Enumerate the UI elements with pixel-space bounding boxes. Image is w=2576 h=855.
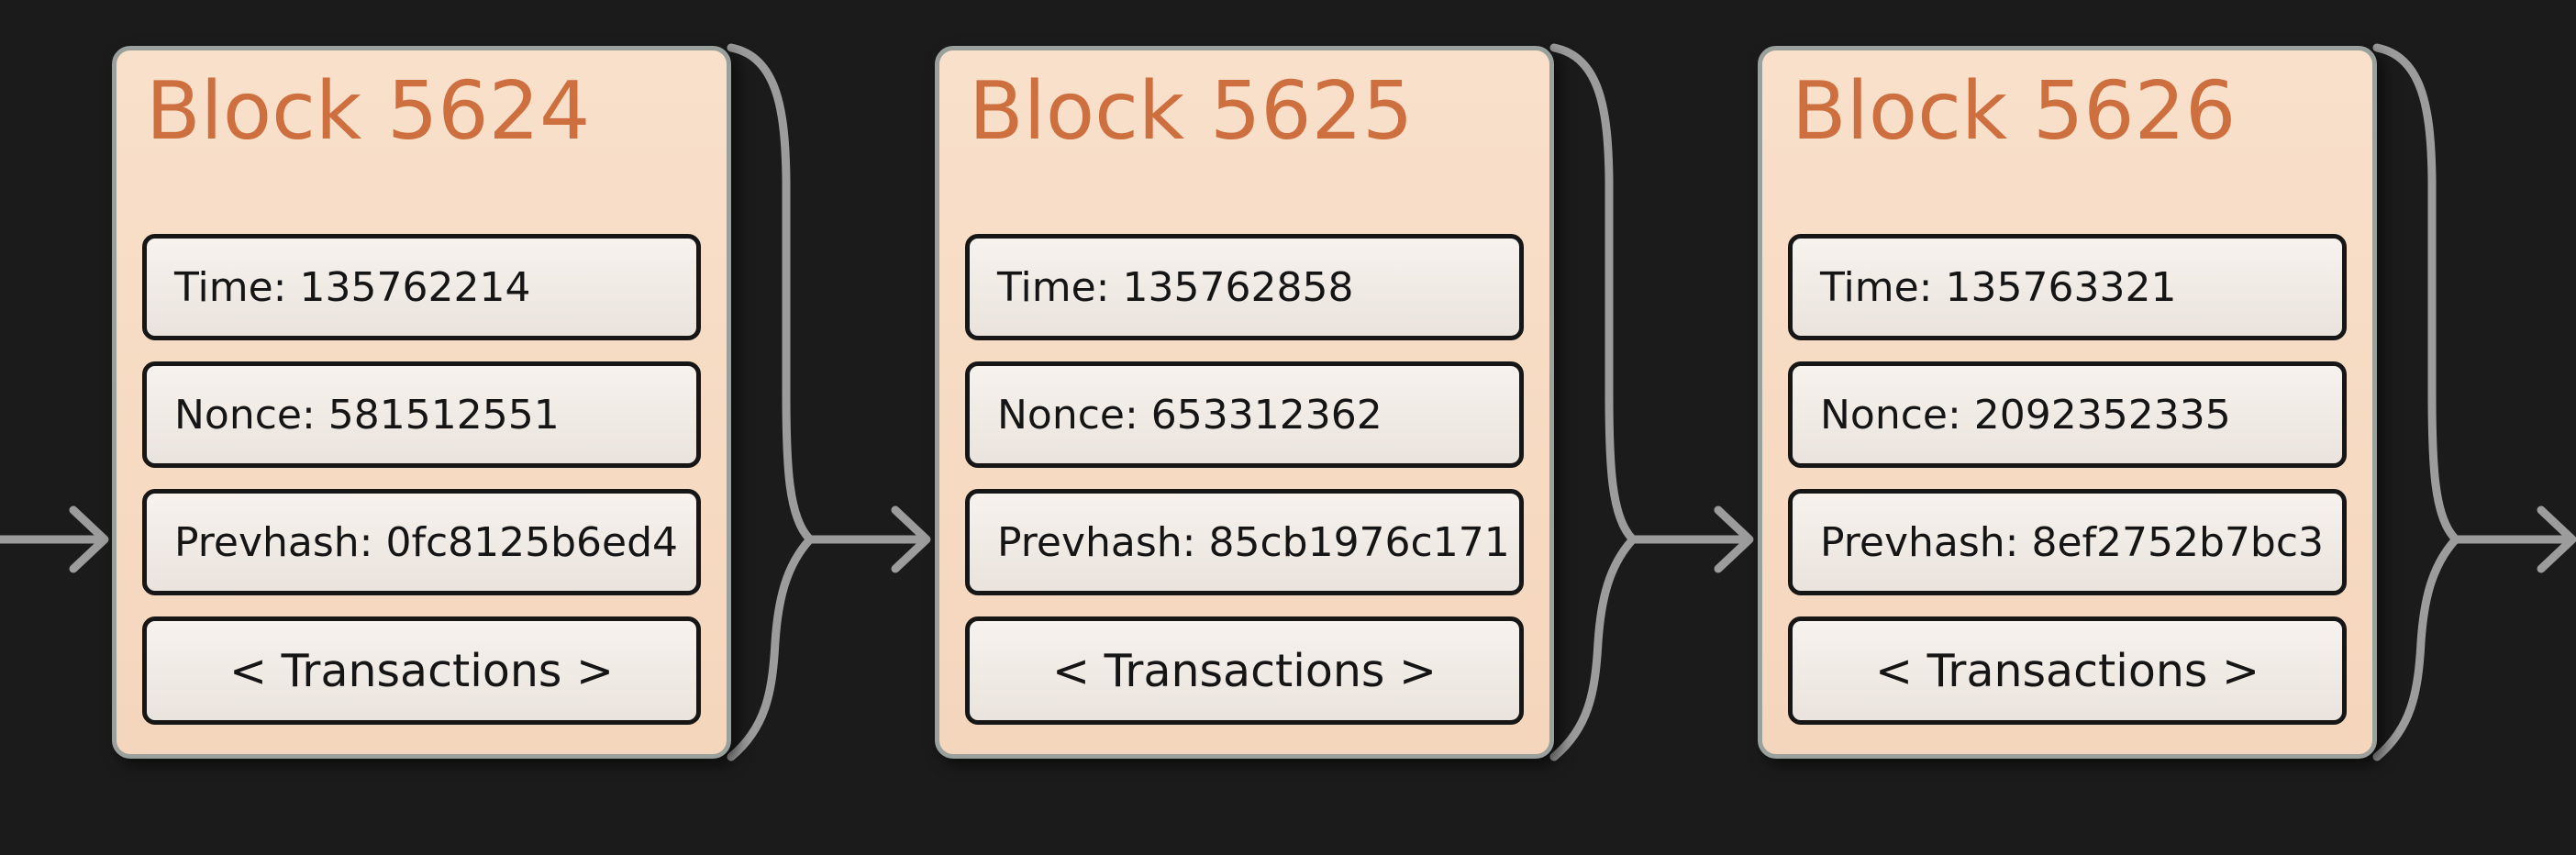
- block-card: Block 5624 Time: 135762214 Nonce: 581512…: [112, 46, 731, 759]
- connector-brace-3: [2372, 43, 2576, 761]
- brace-bottom-curve: [727, 536, 814, 761]
- arrow-head-icon: [69, 505, 109, 573]
- block-card: Block 5626 Time: 135763321 Nonce: 209235…: [1758, 46, 2377, 759]
- prevhash-field-text: Prevhash: 85cb1976c171: [997, 518, 1510, 566]
- arrow-head-icon: [891, 505, 931, 573]
- time-field: Time: 135763321: [1788, 234, 2347, 341]
- nonce-field: Nonce: 581512551: [142, 361, 701, 469]
- nonce-field-text: Nonce: 581512551: [174, 391, 560, 439]
- block-title: Block 5624: [146, 64, 591, 158]
- prevhash-field: Prevhash: 8ef2752b7bc3: [1788, 489, 2347, 596]
- time-field-text: Time: 135762214: [174, 263, 531, 311]
- incoming-arrow-icon: [0, 505, 109, 573]
- brace-top-curve: [727, 43, 814, 543]
- arrow-head-icon: [2537, 505, 2576, 573]
- time-field-text: Time: 135763321: [1820, 263, 2177, 311]
- nonce-field: Nonce: 2092352335: [1788, 361, 2347, 469]
- transactions-button-label: < Transactions >: [1051, 644, 1438, 697]
- brace-top-curve: [2372, 43, 2459, 543]
- transactions-button-label: < Transactions >: [1874, 644, 2260, 697]
- transactions-button[interactable]: < Transactions >: [965, 616, 1524, 726]
- arrow-head-icon: [1714, 505, 1754, 573]
- connector-brace-1: [727, 43, 931, 761]
- nonce-field-text: Nonce: 653312362: [997, 391, 1382, 439]
- transactions-button[interactable]: < Transactions >: [142, 616, 701, 726]
- block-title: Block 5626: [1792, 64, 2237, 158]
- connector-brace-2: [1549, 43, 1754, 761]
- time-field-text: Time: 135762858: [997, 263, 1354, 311]
- prevhash-field: Prevhash: 0fc8125b6ed4: [142, 489, 701, 596]
- brace-top-curve: [1549, 43, 1637, 543]
- prevhash-field-text: Prevhash: 0fc8125b6ed4: [174, 518, 679, 566]
- transactions-button-label: < Transactions >: [228, 644, 615, 697]
- nonce-field: Nonce: 653312362: [965, 361, 1524, 469]
- brace-bottom-curve: [2372, 536, 2459, 761]
- brace-bottom-curve: [1549, 536, 1637, 761]
- nonce-field-text: Nonce: 2092352335: [1820, 391, 2231, 439]
- time-field: Time: 135762858: [965, 234, 1524, 341]
- block-title: Block 5625: [969, 64, 1414, 158]
- prevhash-field: Prevhash: 85cb1976c171: [965, 489, 1524, 596]
- block-card: Block 5625 Time: 135762858 Nonce: 653312…: [935, 46, 1554, 759]
- transactions-button[interactable]: < Transactions >: [1788, 616, 2347, 726]
- prevhash-field-text: Prevhash: 8ef2752b7bc3: [1820, 518, 2325, 566]
- time-field: Time: 135762214: [142, 234, 701, 341]
